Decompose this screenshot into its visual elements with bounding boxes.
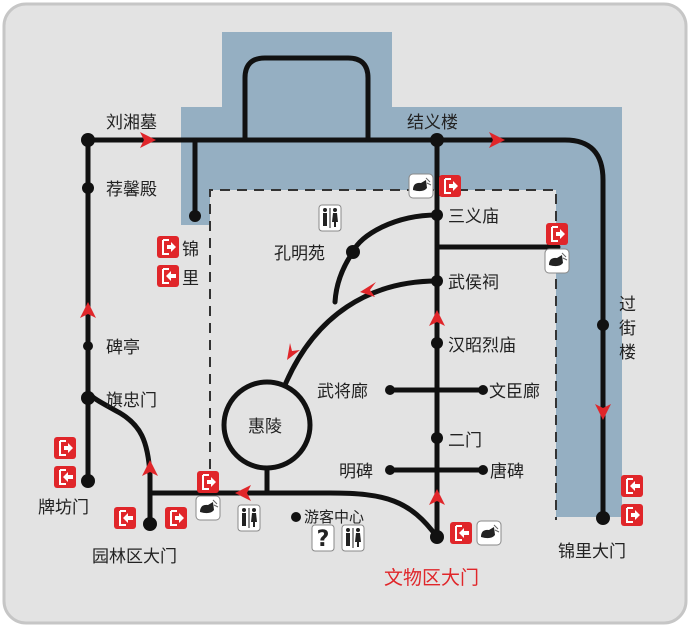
route-direction-arrows — [80, 132, 611, 505]
entrance-icon — [449, 521, 473, 545]
label-guo: 过 — [619, 295, 636, 315]
label-wujianglang[interactable]: 武将廊 — [317, 382, 368, 402]
water-area — [181, 32, 622, 517]
exit-icon — [53, 436, 77, 460]
toilet-icon — [318, 204, 342, 232]
ticket-icon — [408, 173, 434, 199]
exit-icon — [438, 174, 462, 198]
cultural-zone-boundary — [209, 189, 557, 520]
label-paifangmen[interactable]: 牌坊门 — [38, 498, 89, 518]
label-beiting[interactable]: 碑亭 — [106, 338, 140, 358]
label-tangbei[interactable]: 唐碑 — [490, 461, 524, 482]
label-lou: 楼 — [619, 343, 636, 363]
routes — [85, 55, 606, 540]
ticket-icon — [544, 248, 570, 274]
label-jie: 街 — [619, 319, 636, 339]
label-jin: 锦 — [182, 240, 199, 260]
label-liuxiangmu[interactable]: 刘湘墓 — [106, 113, 157, 133]
exit-icon — [545, 222, 569, 246]
label-mingbei[interactable]: 明碑 — [339, 462, 373, 482]
label-huiling[interactable]: 惠陵 — [248, 417, 282, 437]
info-icon — [311, 524, 335, 553]
label-ermen[interactable]: 二门 — [448, 431, 482, 451]
toilet-icon — [237, 504, 261, 532]
label-qizhongmen[interactable]: 旗忠门 — [106, 391, 157, 411]
ticket-icon — [476, 520, 502, 546]
label-kongmingyuan[interactable]: 孔明苑 — [274, 244, 325, 264]
label-jieyilou[interactable]: 结义楼 — [407, 113, 458, 133]
labels: 刘湘墓 结义楼 荐馨殿 三义庙 孔明苑 锦 里 武侯祠 过 街 楼 碑亭 汉昭烈… — [38, 113, 636, 589]
entrance-icon — [53, 465, 77, 489]
toilet-icon — [341, 524, 365, 552]
entrance-icon — [113, 506, 137, 530]
entrance-icon — [620, 474, 644, 498]
label-jinlidamen[interactable]: 锦里大门 — [558, 542, 626, 562]
label-wenchenlang[interactable]: 文臣廊 — [489, 382, 540, 402]
label-youkezhongxin[interactable]: 游客中心 — [304, 508, 364, 526]
label-sanyimiao[interactable]: 三义庙 — [448, 207, 499, 227]
label-li: 里 — [182, 269, 199, 289]
exit-icon — [156, 235, 180, 259]
entrance-icon — [156, 264, 180, 288]
exit-icon — [196, 470, 220, 494]
stops — [81, 133, 610, 544]
exit-icon — [620, 503, 644, 527]
ticket-icon — [195, 495, 221, 521]
label-wuhouci[interactable]: 武侯祠 — [448, 273, 499, 293]
label-wenwuqudamen[interactable]: 文物区大门 — [384, 567, 479, 589]
label-hanzhaoliemiao[interactable]: 汉昭烈庙 — [448, 336, 516, 356]
label-yuanlinqudamen[interactable]: 园林区大门 — [92, 547, 177, 567]
label-jianxindian[interactable]: 荐馨殿 — [106, 180, 157, 200]
exit-icon — [164, 506, 188, 530]
